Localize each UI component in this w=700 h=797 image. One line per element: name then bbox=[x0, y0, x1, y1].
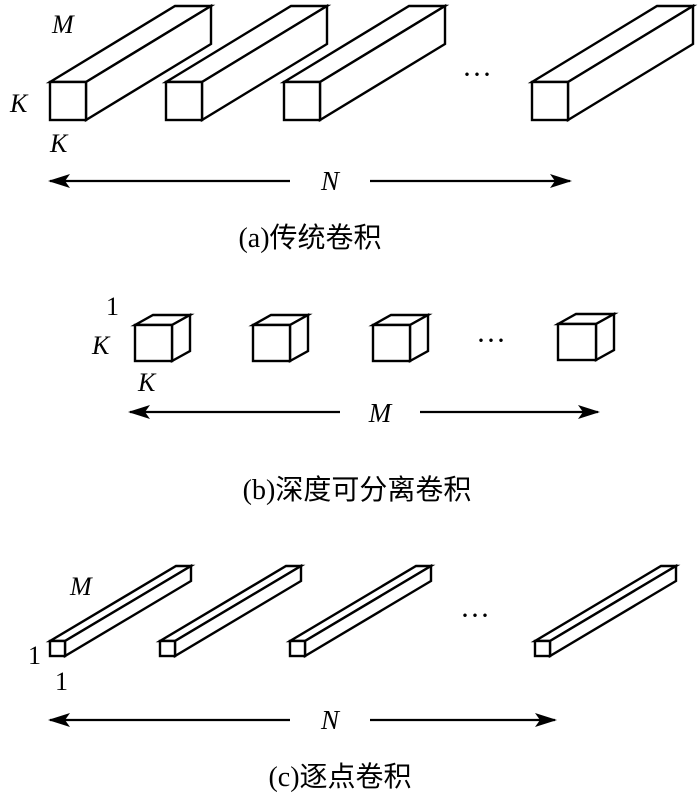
kernel-block bbox=[553, 311, 619, 363]
width-label: K bbox=[49, 129, 69, 158]
width-label: K bbox=[137, 368, 157, 397]
kernel-block bbox=[279, 3, 450, 123]
kernel-block bbox=[527, 3, 698, 123]
kernel-block bbox=[285, 563, 436, 659]
kernel-block bbox=[45, 3, 216, 123]
count-label: M bbox=[368, 398, 393, 428]
kernel-block bbox=[248, 312, 313, 364]
count-label: N bbox=[320, 705, 341, 735]
kernel-block bbox=[130, 312, 195, 364]
width-label: 1 bbox=[55, 667, 68, 696]
kernel-block bbox=[530, 563, 681, 659]
depth-label: M bbox=[51, 10, 75, 39]
caption: (c)逐点卷积 bbox=[268, 761, 411, 793]
caption: (a)传统卷积 bbox=[238, 222, 381, 254]
panel-c-pointwise-convolution: M 1 1 ··· N (c)逐点卷积 bbox=[28, 563, 681, 793]
depth-label: M bbox=[69, 572, 93, 601]
kernel-block bbox=[45, 563, 196, 659]
depth-label: 1 bbox=[106, 292, 119, 321]
height-label: K bbox=[9, 89, 29, 118]
ellipsis: ··· bbox=[460, 599, 490, 632]
panel-a-standard-convolution: M K K ··· N (a)传统卷积 bbox=[9, 3, 698, 254]
kernel-block bbox=[368, 312, 433, 364]
height-label: 1 bbox=[28, 641, 41, 670]
height-label: K bbox=[91, 331, 111, 360]
ellipsis: ··· bbox=[476, 324, 506, 357]
kernel-block bbox=[161, 3, 332, 123]
count-label: N bbox=[320, 166, 341, 196]
panel-b-depthwise-separable-convolution: 1 K K ··· M (b)深度可分离卷积 bbox=[91, 292, 619, 506]
caption: (b)深度可分离卷积 bbox=[243, 474, 472, 506]
kernel-block bbox=[155, 563, 306, 659]
ellipsis: ··· bbox=[462, 58, 492, 91]
